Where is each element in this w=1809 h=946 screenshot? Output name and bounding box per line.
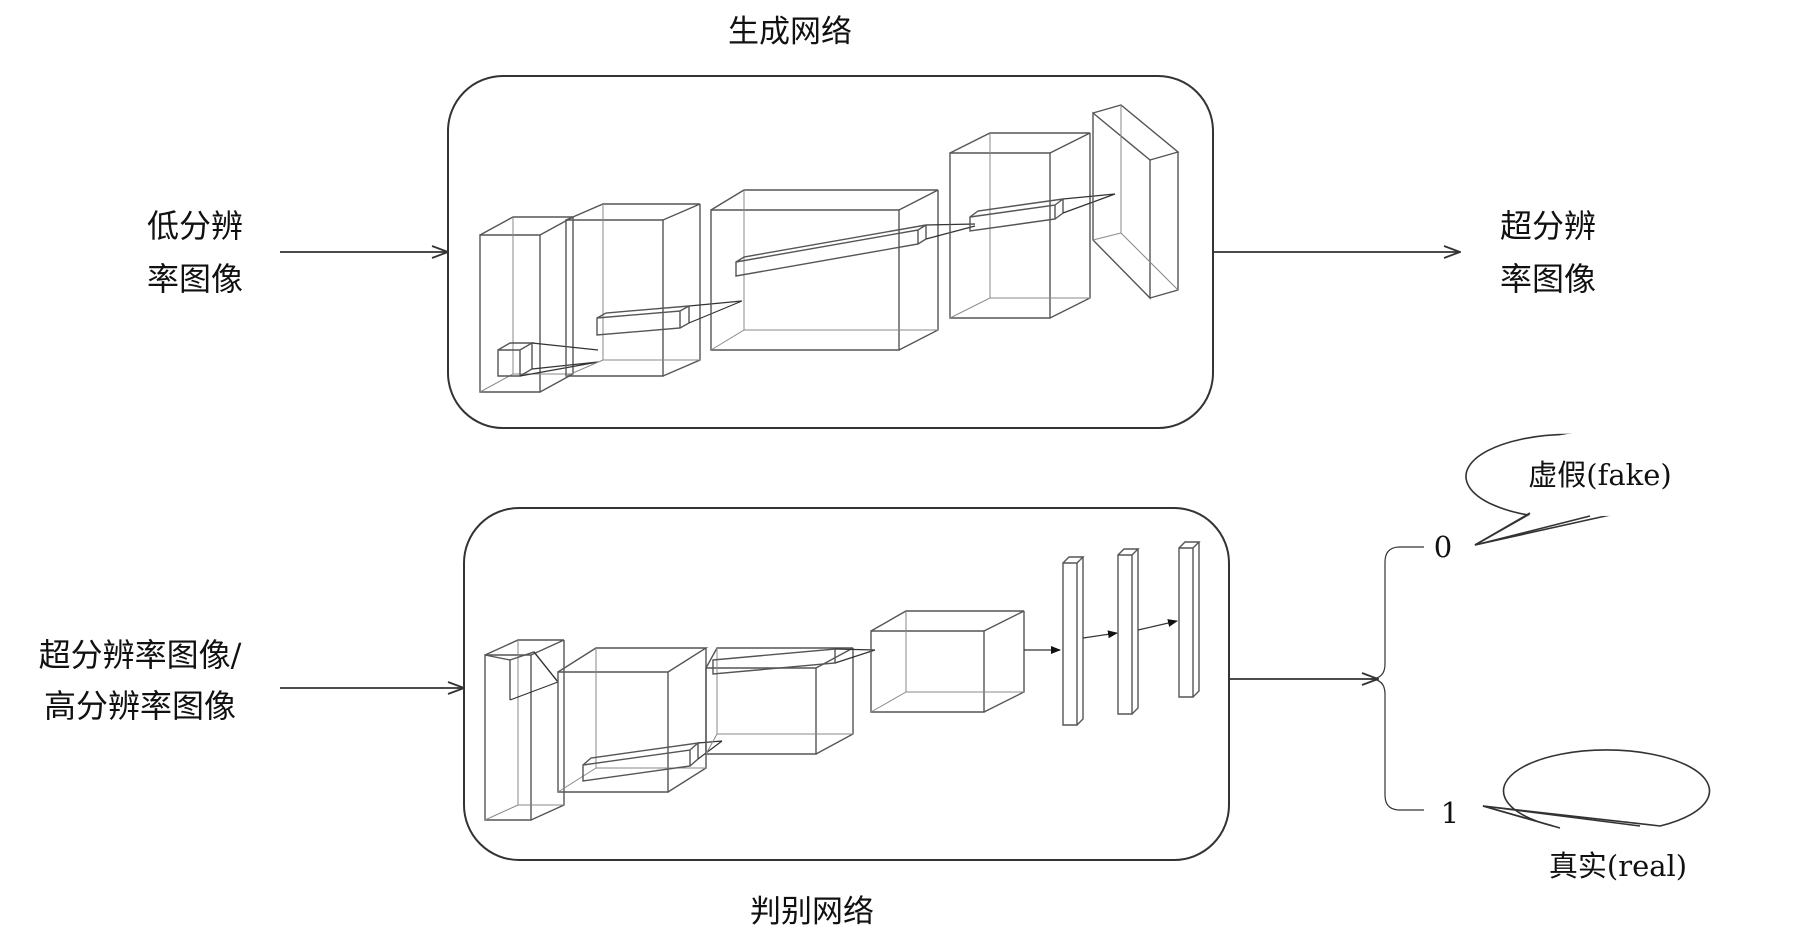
disc-fc-3 xyxy=(1178,541,1201,698)
output-brace xyxy=(1369,546,1424,811)
gen-layer-5 xyxy=(1092,104,1180,300)
generator-input-line-2: 率图像 xyxy=(147,260,243,298)
discriminator-input-line-1: 超分辨率图像/ xyxy=(39,636,242,674)
disc-fc-1 xyxy=(1062,556,1118,726)
callout-real-text: 真实(real) xyxy=(1549,849,1687,883)
disc-layer-4 xyxy=(870,610,1061,713)
callout-fake: 虚假(fake) xyxy=(1465,432,1703,546)
disc-fc-2 xyxy=(1117,548,1178,715)
discriminator-input-label: 超分辨率图像/ 高分辨率图像 xyxy=(39,636,242,725)
gen-layer-3 xyxy=(710,189,976,351)
callout-fake-text: 虚假(fake) xyxy=(1528,458,1671,492)
output-0-label: 0 xyxy=(1434,530,1452,564)
discriminator-box xyxy=(463,507,1230,861)
generator-box xyxy=(447,75,1214,429)
generator-output-label: 超分辨 率图像 xyxy=(1500,207,1596,298)
disc-layer-3 xyxy=(705,647,876,755)
disc-layer-1 xyxy=(484,639,565,821)
gen-layer-4 xyxy=(949,132,1116,319)
generator-input-label: 低分辨 率图像 xyxy=(147,207,243,298)
output-1-label: 1 xyxy=(1441,796,1459,830)
discriminator-input-line-2: 高分辨率图像 xyxy=(44,687,236,725)
generator-layers xyxy=(479,104,1180,393)
gen-layer-1 xyxy=(479,216,599,393)
discriminator-title: 判别网络 xyxy=(750,894,874,930)
disc-layer-2 xyxy=(557,647,723,793)
generator-output-line-2: 率图像 xyxy=(1500,260,1596,298)
generator-input-line-1: 低分辨 xyxy=(147,207,243,245)
callout-real: 真实(real) xyxy=(1482,749,1721,906)
generator-title: 生成网络 xyxy=(728,14,852,50)
discriminator-layers xyxy=(484,541,1201,821)
generator-output-line-1: 超分辨 xyxy=(1500,207,1596,245)
gen-layer-2 xyxy=(565,203,743,377)
